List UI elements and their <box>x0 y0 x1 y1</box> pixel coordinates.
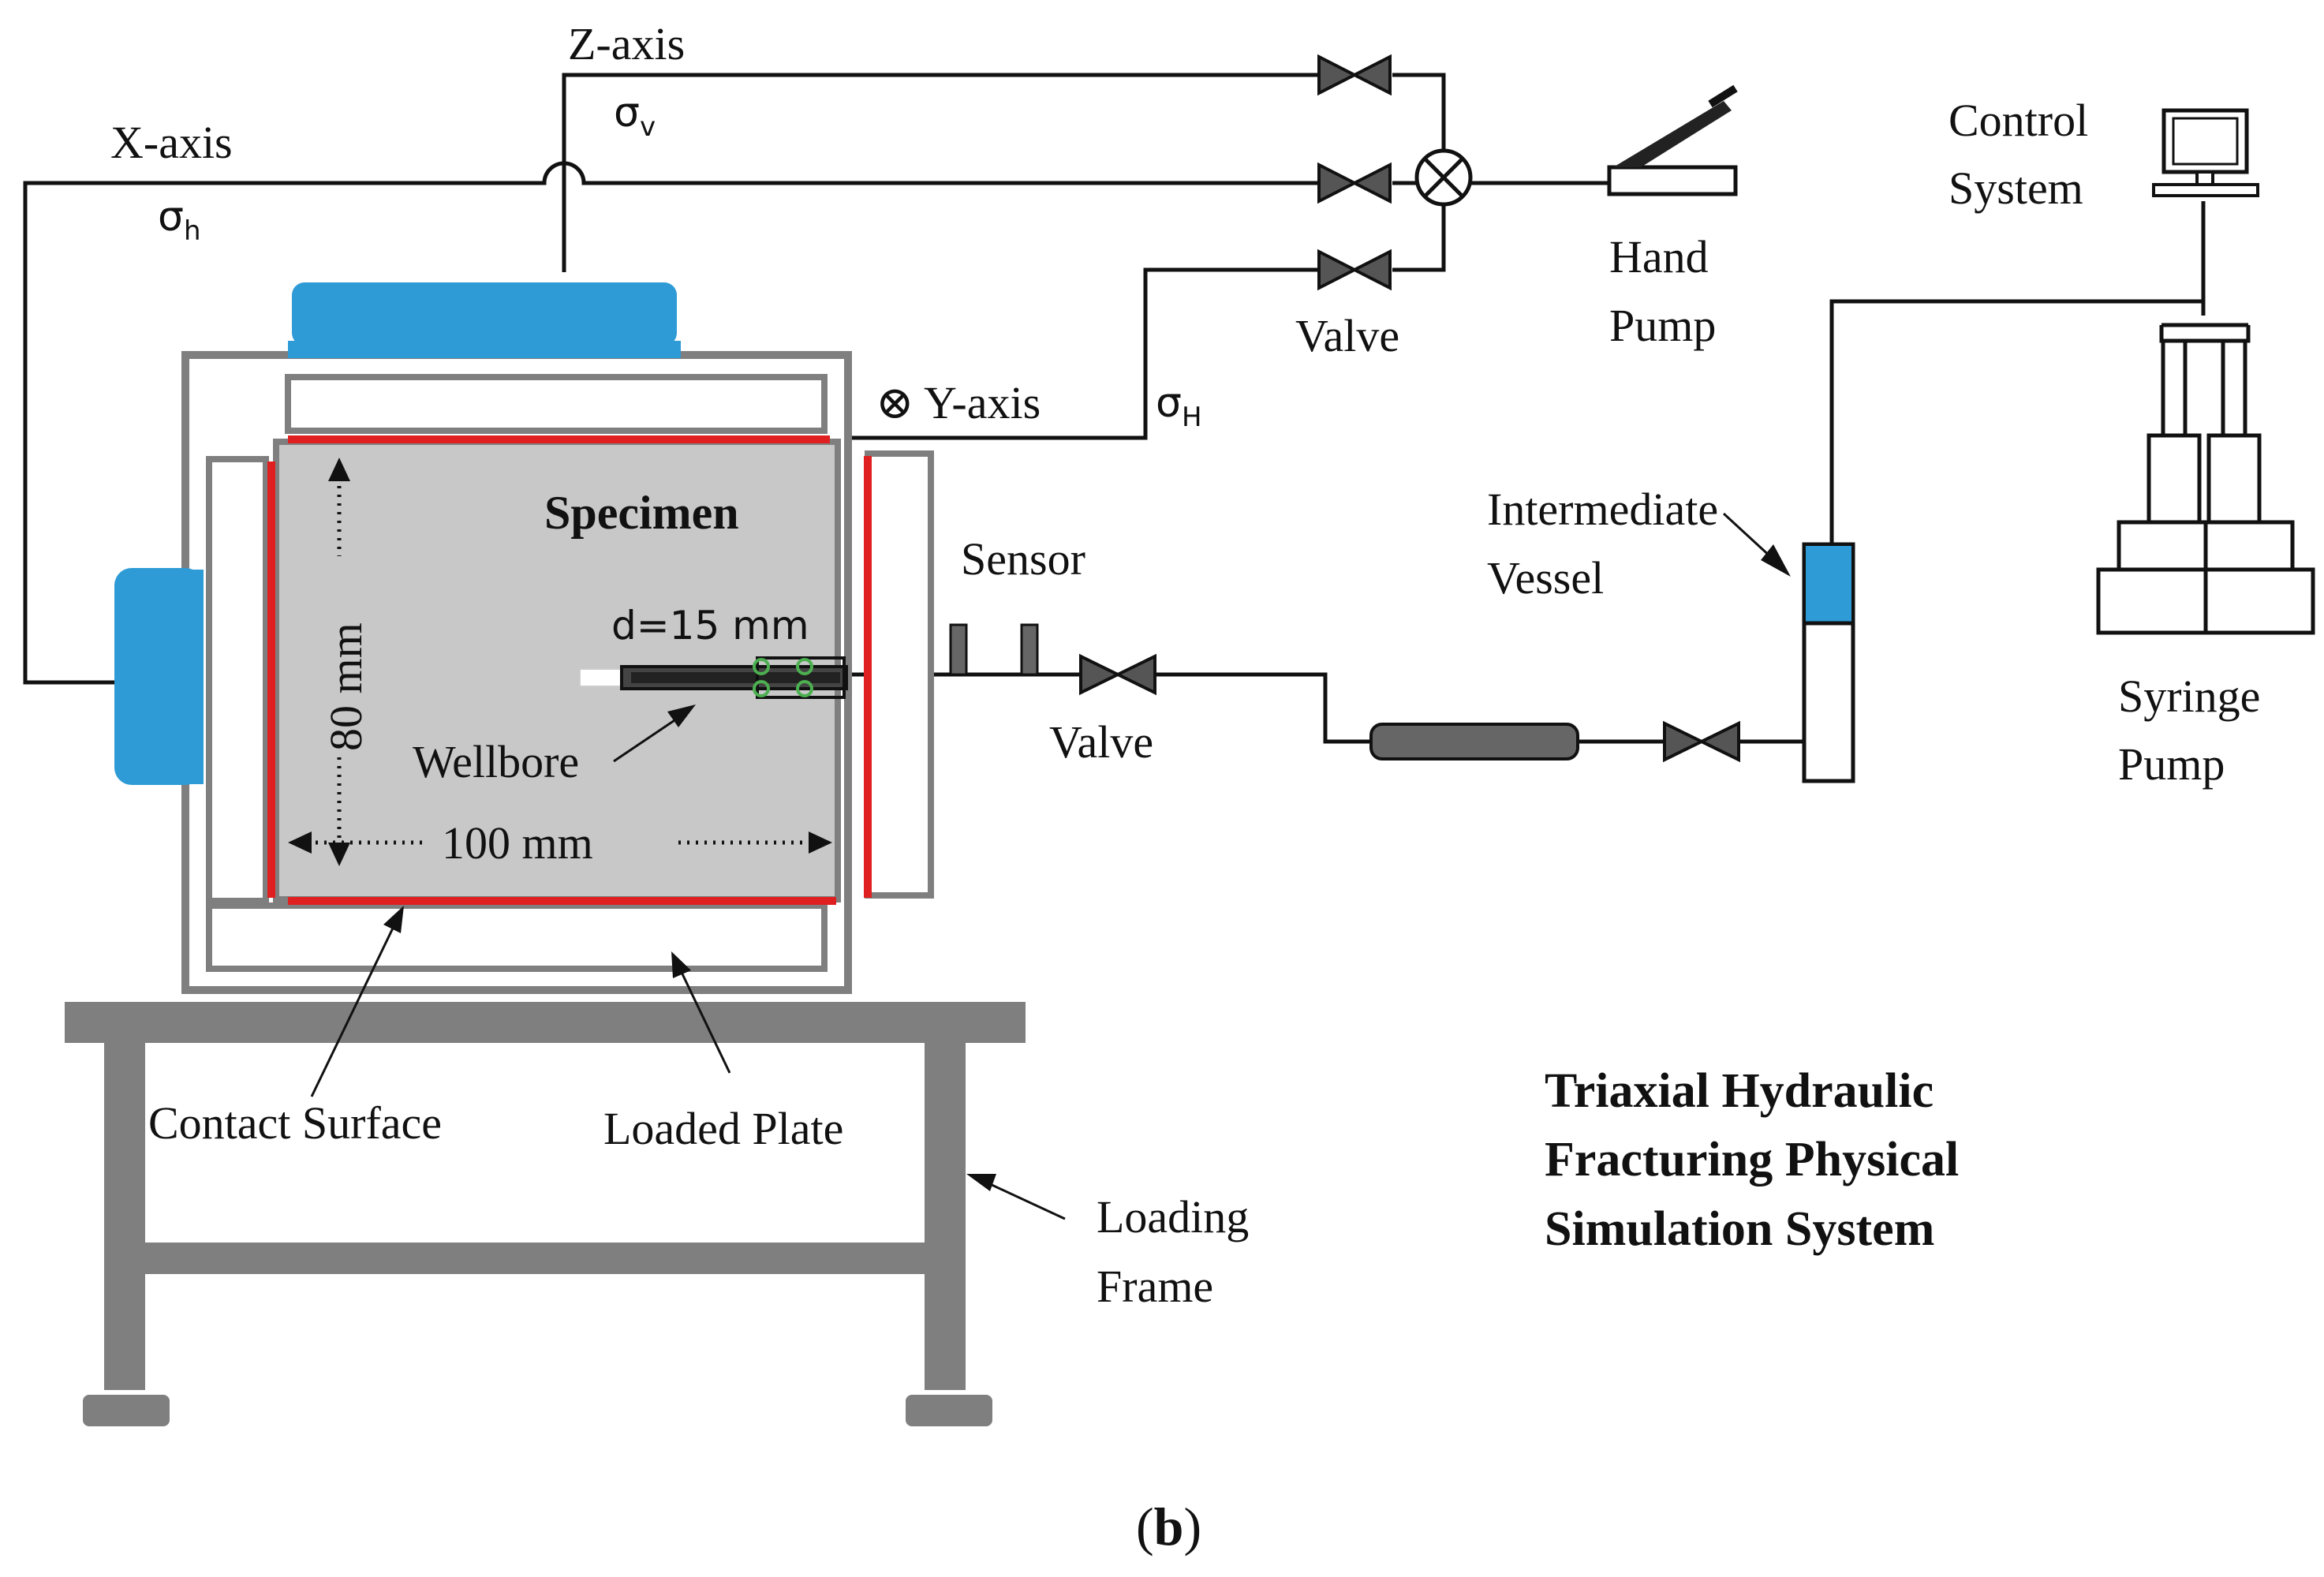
valve-wellbore <box>1079 653 1156 696</box>
dimension-80mm <box>328 458 350 866</box>
valve-top-label: Valve <box>1295 310 1399 361</box>
valve-upper-3 <box>1317 249 1392 291</box>
x-axis-label: X-axis <box>110 117 233 168</box>
wellbore <box>579 656 848 699</box>
sensor-label: Sensor <box>961 533 1085 585</box>
bore-diameter-label: d=15 mm <box>611 603 809 648</box>
valve-vessel <box>1663 720 1740 763</box>
dimension-80-label: 80 mm <box>320 622 372 751</box>
panel-label: (b) <box>1136 1497 1201 1556</box>
syringe-pump-icon <box>2096 338 2315 635</box>
dimension-100mm <box>288 831 832 854</box>
loading-cell <box>181 282 934 994</box>
manifold-cross-icon <box>1414 148 1473 207</box>
syringe-pump-label-1: Syringe <box>2118 671 2260 722</box>
syringe-pump-label-2: Pump <box>2118 738 2225 790</box>
annotation-arrows <box>310 512 1791 1220</box>
sensor-1-icon <box>949 623 968 676</box>
valve-mid-label: Valve <box>1049 716 1153 768</box>
wellbore-label: Wellbore <box>413 736 579 787</box>
hand-pump-icon <box>1607 84 1738 196</box>
system-title-line-1: Triaxial Hydraulic <box>1545 1064 1934 1118</box>
sigma-v-label: σv <box>614 89 656 143</box>
computer-icon <box>2152 108 2259 197</box>
loading-frame-label-1: Loading <box>1097 1191 1249 1243</box>
system-title-line-3: Simulation System <box>1545 1202 1934 1256</box>
loading-frame <box>65 1002 1026 1426</box>
sigma-H-label: σH <box>1156 379 1202 433</box>
y-axis-label: ⊗ Y-axis <box>876 377 1041 428</box>
valve-upper-2 <box>1317 162 1392 204</box>
accumulator-icon <box>1369 723 1579 760</box>
control-system-label-2: System <box>1948 163 2083 214</box>
hand-pump-label-1: Hand <box>1609 231 1709 282</box>
z-axis-label: Z-axis <box>568 18 685 69</box>
intermediate-vessel-label-2: Vessel <box>1487 552 1604 604</box>
loading-frame-label-2: Frame <box>1097 1261 1213 1312</box>
hand-pump-label-2: Pump <box>1609 300 1716 351</box>
control-system-label-1: Control <box>1948 95 2088 146</box>
loaded-plate-label: Loaded Plate <box>603 1103 843 1154</box>
sensor-2-icon <box>1020 623 1039 676</box>
specimen-label: Specimen <box>544 487 739 539</box>
contact-surface-label: Contact Surface <box>148 1097 442 1149</box>
system-title-line-2: Fracturing Physical <box>1545 1133 1959 1186</box>
sigma-h-label: σh <box>158 193 201 247</box>
x-axis-piston <box>114 568 204 785</box>
intermediate-vessel-label-1: Intermediate <box>1487 484 1718 535</box>
valve-upper-1 <box>1317 54 1392 96</box>
intermediate-vessel-icon <box>1802 542 1855 783</box>
dimension-100-label: 100 mm <box>442 817 593 869</box>
